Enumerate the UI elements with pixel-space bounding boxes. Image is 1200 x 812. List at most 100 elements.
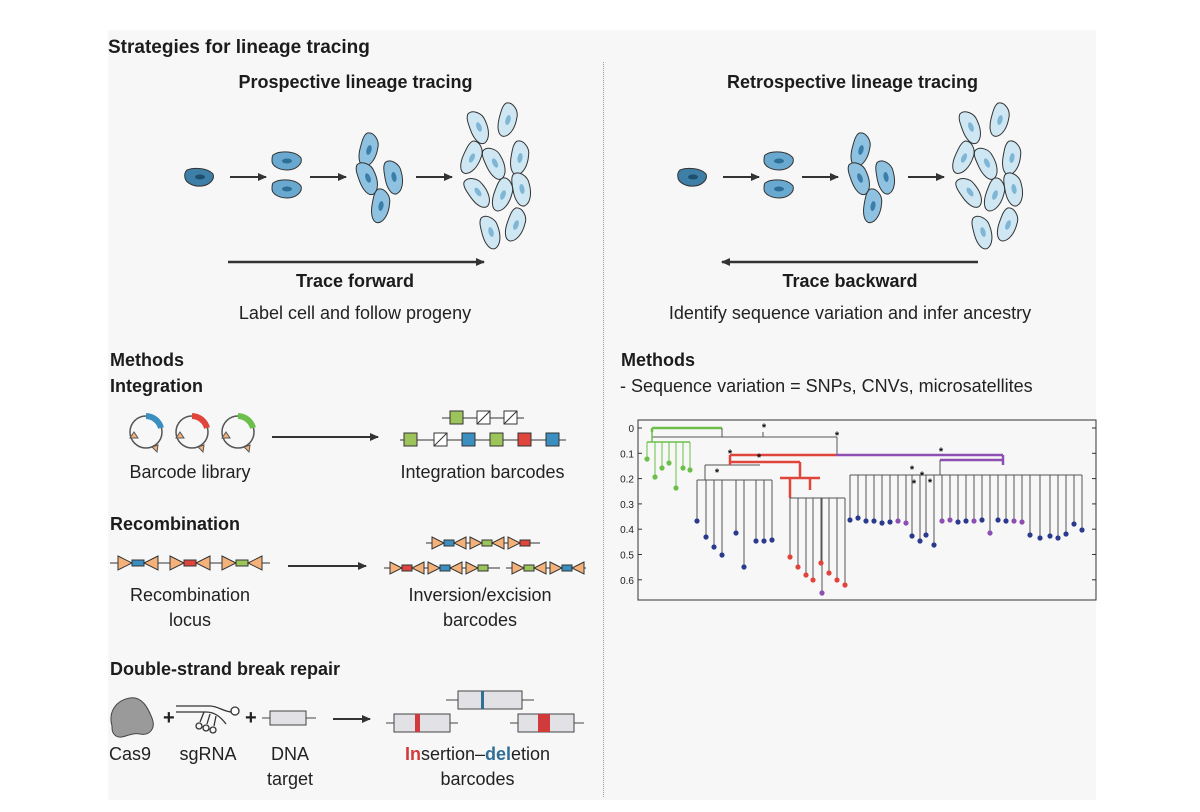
tree-tip bbox=[659, 465, 665, 471]
tree-tip bbox=[694, 518, 700, 524]
tree-tip bbox=[947, 517, 953, 523]
retrospective-description: Identify sequence variation and infer an… bbox=[668, 303, 1032, 323]
tree-y-tick-label: 0.1 bbox=[620, 449, 634, 460]
recombination-locus-label-line1: Recombination bbox=[129, 585, 251, 605]
indel-end-text: etion bbox=[511, 744, 551, 764]
tree-tip bbox=[711, 544, 717, 550]
tree-marker: * bbox=[757, 452, 762, 464]
retrospective-methods-heading: Methods bbox=[621, 350, 695, 370]
indel-barcodes bbox=[386, 690, 584, 733]
tree-tip bbox=[1079, 527, 1085, 533]
cas9-label: Cas9 bbox=[108, 744, 152, 764]
tree-tip bbox=[963, 518, 969, 524]
tree-marker: * bbox=[910, 464, 915, 476]
figure-title: Strategies for lineage tracing bbox=[108, 37, 370, 58]
retrospective-title: Retrospective lineage tracing bbox=[726, 72, 979, 92]
tree-tip bbox=[703, 534, 709, 540]
tree-tip bbox=[955, 519, 961, 525]
tree-tip bbox=[733, 530, 739, 536]
tree-marker: * bbox=[728, 448, 733, 460]
tree-tip bbox=[939, 518, 945, 524]
tree-tip bbox=[887, 519, 893, 525]
trace-backward-label: Trace backward bbox=[782, 271, 918, 291]
tree-tip bbox=[818, 560, 824, 566]
tree-tip bbox=[1003, 518, 1009, 524]
tree-tip bbox=[931, 542, 937, 548]
insertion-deletion-label: Insertion–deletion bbox=[370, 742, 585, 767]
tree-branches bbox=[646, 426, 1083, 593]
tree-tip bbox=[834, 577, 840, 583]
dna-target-label-line2: target bbox=[266, 769, 314, 789]
tree-tip bbox=[644, 456, 650, 462]
integration-barcodes bbox=[400, 410, 566, 447]
indel-in-text: In bbox=[404, 744, 421, 764]
tree-tip bbox=[903, 520, 909, 526]
tree-marker: * bbox=[912, 478, 917, 490]
dsb-repair-heading: Double-strand break repair bbox=[110, 659, 341, 679]
tree-tip bbox=[1027, 532, 1033, 538]
tree-tips: ********** bbox=[644, 422, 1085, 596]
tree-tip bbox=[871, 518, 877, 524]
tree-tip bbox=[1071, 521, 1077, 527]
tree-y-tick-label: 0.5 bbox=[620, 551, 634, 562]
tree-marker: * bbox=[835, 430, 840, 442]
panel-divider bbox=[603, 62, 604, 797]
tree-tip bbox=[1063, 531, 1069, 537]
tree-tip bbox=[863, 518, 869, 524]
tree-marker: * bbox=[715, 467, 720, 479]
tree-tip bbox=[673, 485, 679, 491]
inversion-excision-label-line2: barcodes bbox=[442, 610, 518, 630]
tree-tip bbox=[1019, 519, 1025, 525]
tree-frame bbox=[637, 419, 1097, 601]
tree-tip bbox=[879, 520, 885, 526]
tree-tip bbox=[819, 590, 825, 596]
tree-y-tick-label: 0.2 bbox=[620, 475, 634, 486]
dna-target-label-line1: DNA bbox=[270, 744, 309, 764]
methods-heading: Methods bbox=[110, 350, 184, 370]
tree-tip bbox=[719, 552, 725, 558]
tree-tip bbox=[895, 518, 901, 524]
indel-del-text: del bbox=[484, 744, 511, 764]
phylogenetic-tree: 00.10.20.30.40.50.6 ********** bbox=[620, 419, 1097, 601]
tree-tip bbox=[923, 532, 929, 538]
tree-y-tick-label: 0.3 bbox=[620, 500, 634, 511]
tree-tip bbox=[652, 474, 658, 480]
sequence-variation-note: - Sequence variation = SNPs, CNVs, micro… bbox=[620, 376, 1033, 396]
tree-y-tick-label: 0.6 bbox=[620, 576, 634, 587]
tree-marker: * bbox=[928, 477, 933, 489]
prospective-description: Label cell and follow progeny bbox=[238, 303, 472, 323]
tree-y-tick-label: 0 bbox=[628, 424, 634, 435]
retrospective-cell-progression bbox=[677, 101, 1026, 252]
tree-y-tick-label: 0.4 bbox=[620, 525, 634, 536]
tree-tip bbox=[761, 538, 767, 544]
tree-tip bbox=[1055, 535, 1061, 541]
barcode-library-plasmids bbox=[129, 413, 256, 454]
recombination-heading: Recombination bbox=[110, 514, 241, 534]
tree-tip bbox=[687, 467, 693, 473]
tree-tip bbox=[987, 530, 993, 536]
tree-tip bbox=[995, 517, 1001, 523]
inversion-excision-label-line1: Inversion/excision bbox=[408, 585, 552, 605]
indel-barcodes-label: barcodes bbox=[440, 769, 515, 789]
tree-tip bbox=[810, 577, 816, 583]
tree-tip bbox=[855, 515, 861, 521]
tree-marker: * bbox=[920, 470, 925, 482]
barcode-library-label: Barcode library bbox=[129, 462, 251, 482]
tree-tip bbox=[847, 517, 853, 523]
tree-tip bbox=[1037, 535, 1043, 541]
tree-tip bbox=[842, 582, 848, 588]
cas9-protein-icon bbox=[110, 697, 154, 738]
tree-tip bbox=[753, 538, 759, 544]
integration-heading: Integration bbox=[110, 376, 203, 396]
tree-marker: * bbox=[762, 422, 767, 434]
tree-tip bbox=[680, 465, 686, 471]
plus-sign-1: + bbox=[163, 707, 175, 729]
tree-marker: * bbox=[939, 446, 944, 458]
tree-tip bbox=[1047, 533, 1053, 539]
tree-tip bbox=[1011, 518, 1017, 524]
tree-tip bbox=[909, 533, 915, 539]
tree-tip bbox=[769, 537, 775, 543]
tree-tip bbox=[826, 570, 832, 576]
tree-tip bbox=[917, 538, 923, 544]
